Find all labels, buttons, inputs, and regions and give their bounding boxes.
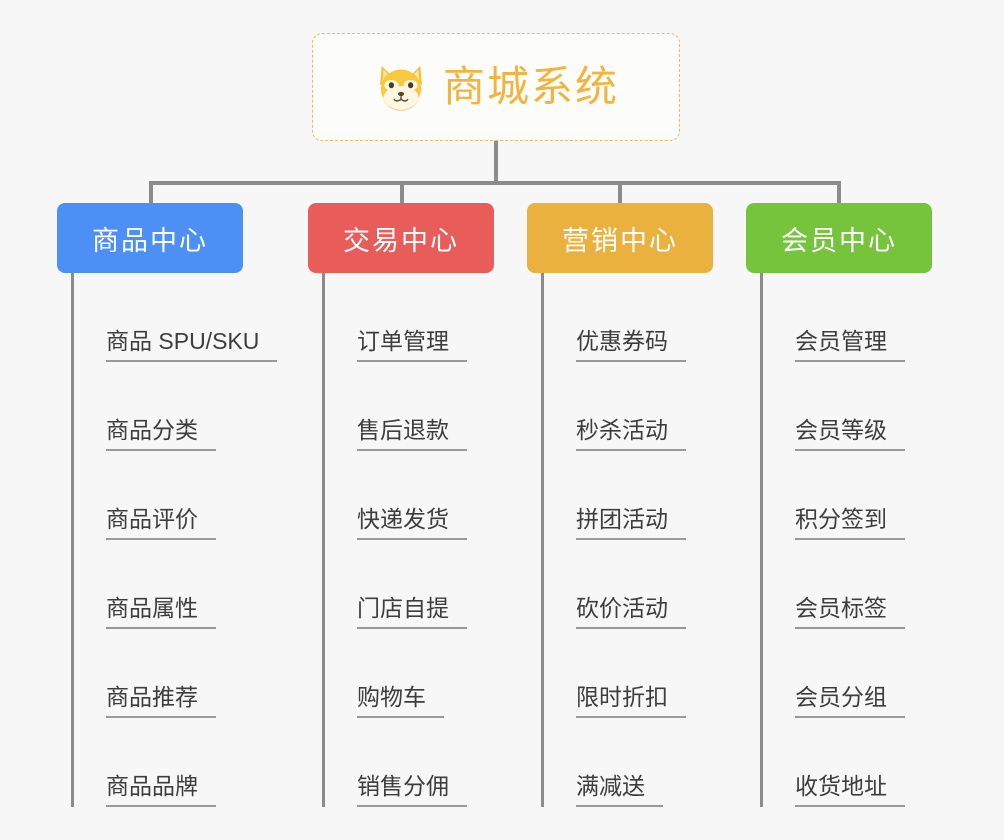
leaf-label: 收货地址 bbox=[795, 773, 905, 807]
leaf-item[interactable]: 订单管理 bbox=[325, 273, 494, 362]
leaf-label: 会员管理 bbox=[795, 328, 905, 362]
leaf-item[interactable]: 售后退款 bbox=[325, 362, 494, 451]
leaf-item[interactable]: 会员分组 bbox=[763, 629, 932, 718]
leaf-label: 商品分类 bbox=[106, 417, 216, 451]
leaf-label: 秒杀活动 bbox=[576, 417, 686, 451]
leaf-item[interactable]: 限时折扣 bbox=[544, 629, 713, 718]
leaf-rail-4: 会员管理 会员等级 积分签到 会员标签 会员分组 收货地址 bbox=[760, 273, 932, 807]
root-node[interactable]: 商城系统 bbox=[312, 33, 680, 141]
leaf-item[interactable]: 商品品牌 bbox=[74, 718, 277, 807]
leaf-label: 满减送 bbox=[576, 773, 663, 807]
leaf-label: 会员标签 bbox=[795, 595, 905, 629]
category-header-3-label: 营销中心 bbox=[562, 225, 678, 256]
leaf-item[interactable]: 积分签到 bbox=[763, 451, 932, 540]
leaf-label: 商品 SPU/SKU bbox=[106, 328, 278, 362]
shiba-dog-emoji bbox=[373, 59, 429, 115]
branch-column-4: 会员中心 会员管理 会员等级 积分签到 会员标签 会员分组 收货地址 bbox=[746, 203, 932, 807]
leaf-label: 商品推荐 bbox=[106, 684, 216, 718]
leaf-label: 门店自提 bbox=[357, 595, 467, 629]
leaf-item[interactable]: 商品推荐 bbox=[74, 629, 277, 718]
leaf-item[interactable]: 会员标签 bbox=[763, 540, 932, 629]
category-header-1-label: 商品中心 bbox=[92, 225, 208, 256]
category-header-4-label: 会员中心 bbox=[781, 225, 897, 256]
leaf-label: 会员分组 bbox=[795, 684, 905, 718]
leaf-label: 购物车 bbox=[357, 684, 444, 718]
leaf-item[interactable]: 砍价活动 bbox=[544, 540, 713, 629]
category-header-4[interactable]: 会员中心 bbox=[746, 203, 932, 273]
leaf-item[interactable]: 秒杀活动 bbox=[544, 362, 713, 451]
leaf-label: 销售分佣 bbox=[357, 773, 467, 807]
category-header-3[interactable]: 营销中心 bbox=[527, 203, 713, 273]
leaf-item[interactable]: 会员等级 bbox=[763, 362, 932, 451]
leaf-label: 商品评价 bbox=[106, 506, 216, 540]
branch-column-1: 商品中心 商品 SPU/SKU 商品分类 商品评价 商品属性 商品推荐 商品品牌 bbox=[57, 203, 278, 807]
leaf-item[interactable]: 会员管理 bbox=[763, 273, 932, 362]
category-header-1[interactable]: 商品中心 bbox=[57, 203, 243, 273]
category-header-2[interactable]: 交易中心 bbox=[308, 203, 494, 273]
connector-horizontal-bar bbox=[151, 181, 839, 185]
leaf-label: 会员等级 bbox=[795, 417, 905, 451]
leaf-item[interactable]: 满减送 bbox=[544, 718, 713, 807]
leaf-label: 砍价活动 bbox=[576, 595, 686, 629]
leaf-item[interactable]: 拼团活动 bbox=[544, 451, 713, 540]
connector-drop-3 bbox=[618, 181, 622, 205]
leaf-item[interactable]: 优惠券码 bbox=[544, 273, 713, 362]
connector-root-stem bbox=[494, 141, 498, 185]
leaf-rail-2: 订单管理 售后退款 快递发货 门店自提 购物车 销售分佣 bbox=[322, 273, 494, 807]
leaf-label: 商品属性 bbox=[106, 595, 216, 629]
leaf-label: 订单管理 bbox=[357, 328, 467, 362]
root-title: 商城系统 bbox=[442, 63, 619, 110]
leaf-rail-1: 商品 SPU/SKU 商品分类 商品评价 商品属性 商品推荐 商品品牌 bbox=[71, 273, 278, 807]
leaf-label: 优惠券码 bbox=[576, 328, 686, 362]
connector-drop-4 bbox=[837, 181, 841, 205]
leaf-item[interactable]: 购物车 bbox=[325, 629, 494, 718]
leaf-label: 积分签到 bbox=[795, 506, 905, 540]
leaf-item[interactable]: 快递发货 bbox=[325, 451, 494, 540]
leaf-label: 快递发货 bbox=[357, 506, 467, 540]
leaf-item[interactable]: 门店自提 bbox=[325, 540, 494, 629]
connector-drop-2 bbox=[400, 181, 404, 205]
leaf-item[interactable]: 商品 SPU/SKU bbox=[74, 273, 278, 362]
leaf-item[interactable]: 销售分佣 bbox=[325, 718, 494, 807]
leaf-rail-3: 优惠券码 秒杀活动 拼团活动 砍价活动 限时折扣 满减送 bbox=[541, 273, 713, 807]
leaf-label: 售后退款 bbox=[357, 417, 467, 451]
leaf-item[interactable]: 收货地址 bbox=[763, 718, 932, 807]
branch-column-3: 营销中心 优惠券码 秒杀活动 拼团活动 砍价活动 限时折扣 满减送 bbox=[527, 203, 713, 807]
leaf-item[interactable]: 商品分类 bbox=[74, 362, 277, 451]
connector-drop-1 bbox=[149, 181, 153, 205]
leaf-label: 限时折扣 bbox=[576, 684, 686, 718]
leaf-item[interactable]: 商品评价 bbox=[74, 451, 277, 540]
branch-column-2: 交易中心 订单管理 售后退款 快递发货 门店自提 购物车 销售分佣 bbox=[308, 203, 494, 807]
category-header-2-label: 交易中心 bbox=[343, 225, 459, 256]
leaf-label: 商品品牌 bbox=[106, 773, 216, 807]
leaf-item[interactable]: 商品属性 bbox=[74, 540, 277, 629]
leaf-label: 拼团活动 bbox=[576, 506, 686, 540]
